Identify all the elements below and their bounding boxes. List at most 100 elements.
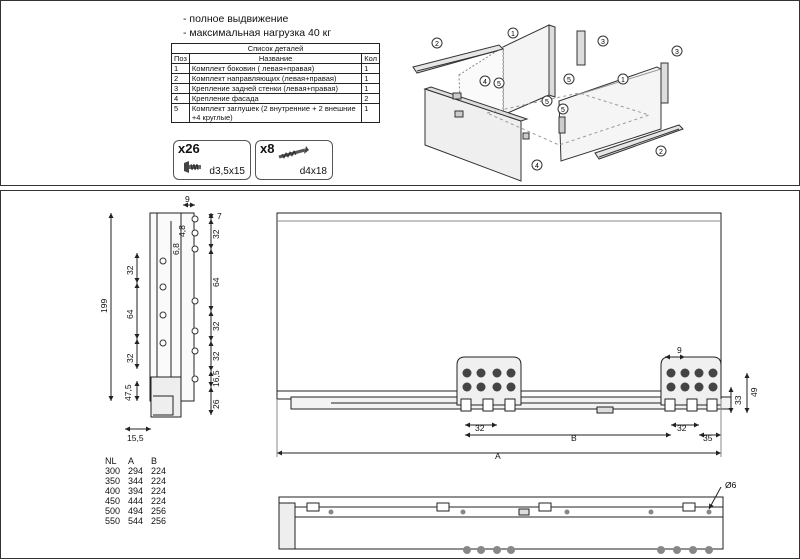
svg-text:3: 3: [601, 39, 605, 46]
svg-text:5: 5: [545, 99, 549, 106]
size-cell: 394: [128, 486, 144, 496]
dim-7: 7: [217, 211, 222, 221]
size-cell: 450: [105, 496, 121, 506]
size-table-row: 350 344 224: [105, 476, 174, 486]
svg-text:5: 5: [497, 81, 501, 88]
hardware-spec: d3,5x15: [209, 166, 245, 177]
size-table-row: 450 444 224: [105, 496, 174, 506]
dim-32: 32: [211, 351, 221, 361]
svg-text:2: 2: [659, 149, 663, 156]
callout-5c: 5: [541, 95, 553, 107]
dim-32: 32: [125, 265, 135, 275]
parts-table-caption: Список деталей: [171, 43, 380, 54]
svg-text:3: 3: [675, 49, 679, 56]
size-cell: 544: [128, 516, 144, 526]
size-header-nl: NL: [105, 456, 117, 466]
dim-26: 26: [211, 399, 221, 409]
svg-text:2: 2: [435, 41, 439, 48]
front-dimension-labels: 9 33 49 32 32 35 B A: [475, 345, 759, 461]
parts-row: 5 Комплект заглушек (2 внутренние + 2 вн…: [171, 103, 380, 123]
callout-2: 2: [431, 37, 443, 49]
parts-header-name: Название: [188, 53, 363, 64]
hardware-qty: x8: [260, 141, 275, 156]
svg-text:5: 5: [561, 107, 565, 114]
parts-row: 3 Крепление задней стенки (левая+правая)…: [171, 83, 380, 94]
hardware-screw-large: x8 d4x18: [255, 140, 333, 180]
dim-47-5: 47,5: [123, 384, 133, 401]
side-profile-view: [108, 202, 214, 432]
dim-32: 32: [211, 229, 221, 239]
dim-199: 199: [99, 299, 109, 313]
callout-5: 5: [493, 77, 505, 89]
parts-cell: 1: [171, 63, 190, 74]
size-header-a: A: [128, 456, 135, 466]
screw-icon: [184, 161, 201, 173]
size-cell: 224: [151, 476, 167, 486]
hardware-qty: x26: [178, 141, 200, 156]
size-cell: 224: [151, 466, 167, 476]
drawing-panel: 9 7 4,8 6,8 32 64 32 32 16,5 26 199 32 6…: [0, 190, 800, 559]
parts-cell: Комплект направляющих (левая+правая): [188, 73, 363, 84]
dim-32: 32: [211, 321, 221, 331]
parts-cell: 1: [361, 73, 380, 84]
parts-cell: 2: [171, 73, 190, 84]
dim-9: 9: [185, 194, 190, 204]
size-table-row: 550 544 256: [105, 516, 174, 526]
screw-icon: [278, 146, 309, 159]
callout-4b: 4: [531, 159, 543, 171]
parts-cell: 3: [171, 83, 190, 94]
callout-3: 3: [597, 35, 609, 47]
size-cell: 400: [105, 486, 121, 496]
parts-cell: 1: [361, 103, 380, 123]
parts-cell: 5: [171, 103, 190, 123]
dim-diameter-6: Ø6: [725, 480, 737, 490]
note-max-load: - максимальная нагрузка 40 кг: [183, 27, 332, 39]
bottom-plan-view: [278, 486, 724, 554]
size-cell: 224: [151, 496, 167, 506]
hardware-screw-small: x26 d3,5x15: [173, 140, 251, 180]
dim-32: 32: [475, 423, 485, 433]
dim-B: B: [571, 433, 577, 443]
size-cell: 494: [128, 506, 144, 516]
note-full-extension: - полное выдвижение: [183, 13, 289, 25]
parts-list-table: Список деталей Поз Название Кол 1 Компле…: [171, 43, 380, 123]
size-cell: 550: [105, 516, 121, 526]
dim-32: 32: [677, 423, 687, 433]
size-table-row: 400 394 224: [105, 486, 174, 496]
size-cell: 256: [151, 506, 167, 516]
parts-row: 4 Крепление фасада 2: [171, 93, 380, 104]
dim-35: 35: [703, 433, 713, 443]
dim-9: 9: [677, 345, 682, 355]
callout-3b: 3: [671, 45, 683, 57]
size-cell: 294: [128, 466, 144, 476]
dim-15-5: 15,5: [127, 433, 144, 443]
dim-4-8: 4,8: [177, 225, 187, 237]
size-header-b: B: [151, 456, 158, 466]
technical-drawing: 9 7 4,8 6,8 32 64 32 32 16,5 26 199 32 6…: [99, 194, 759, 554]
size-cell: 256: [151, 516, 167, 526]
hardware-spec: d4x18: [299, 166, 327, 177]
dim-64: 64: [211, 277, 221, 287]
dim-33: 33: [733, 395, 743, 405]
parts-cell: Комплект заглушек (2 внутренние + 2 внеш…: [188, 103, 363, 123]
callout-5b: 5: [563, 73, 575, 85]
feature-notes: - полное выдвижение - максимальная нагру…: [183, 12, 331, 40]
dim-64: 64: [125, 309, 135, 319]
size-table-header: NL A B: [105, 456, 174, 466]
size-table-row: 300 294 224: [105, 466, 174, 476]
parts-cell: 1: [361, 83, 380, 94]
svg-text:1: 1: [511, 31, 515, 38]
dim-16-5: 16,5: [211, 370, 221, 387]
size-cell: 224: [151, 486, 167, 496]
size-cell: 444: [128, 496, 144, 506]
size-cell: 344: [128, 476, 144, 486]
size-table-row: 500 494 256: [105, 506, 174, 516]
callout-2b: 2: [655, 145, 667, 157]
parts-cell: Крепление задней стенки (левая+правая): [188, 83, 363, 94]
callout-1: 1: [507, 27, 519, 39]
parts-row: 2 Комплект направляющих (левая+правая) 1: [171, 73, 380, 84]
front-elevation-view: [276, 212, 750, 457]
parts-cell: 2: [361, 93, 380, 104]
parts-cell: Крепление фасада: [188, 93, 363, 104]
callout-4: 4: [479, 75, 491, 87]
